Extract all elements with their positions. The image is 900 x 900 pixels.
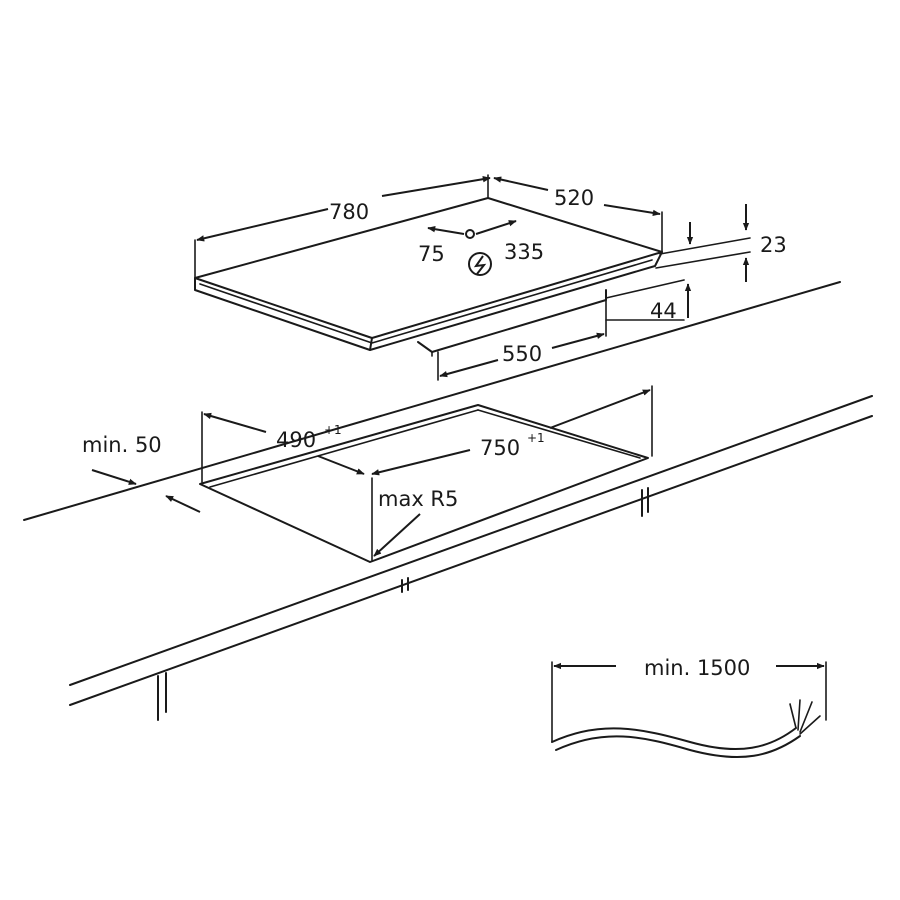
- dimension-cutout-depth: 490 +1: [201, 411, 365, 483]
- power-cable: min. 1500: [551, 656, 827, 759]
- hob-unit: [194, 197, 663, 357]
- dimension-connection-position: 75 335: [418, 220, 544, 266]
- label-cable-length: min. 1500: [644, 656, 750, 680]
- label-cutout-depth-tol: +1: [324, 423, 342, 437]
- connection-point: [465, 229, 475, 239]
- label-glass-thickness: 23: [760, 233, 787, 257]
- dimension-glass-thickness: 23: [655, 204, 787, 282]
- hob-glass-inner-edge: [199, 259, 653, 344]
- dimension-corner-radius: max R5: [371, 477, 458, 561]
- hob-glass-front-edge: [194, 277, 373, 351]
- label-cutout-width: 750: [480, 436, 520, 460]
- label-hob-depth: 520: [554, 186, 594, 210]
- dimension-body-width: 550: [437, 299, 607, 381]
- label-conn-right: 335: [504, 240, 544, 264]
- worktop-cutout: [199, 404, 649, 563]
- dimension-cutout-width: 750 +1: [371, 385, 653, 476]
- dimension-min-front: min. 50: [82, 433, 201, 513]
- label-corner-radius: max R5: [378, 487, 458, 511]
- label-hob-width: 780: [329, 200, 369, 224]
- label-body-height: 44: [650, 299, 677, 323]
- dimension-body-height: 44: [605, 279, 692, 323]
- label-cutout-depth: 490: [276, 428, 316, 452]
- label-body-width: 550: [502, 342, 542, 366]
- hob-body: [417, 289, 607, 353]
- label-conn-left: 75: [418, 242, 445, 266]
- hob-glass-right-edge: [369, 251, 663, 351]
- label-cutout-width-tol: +1: [527, 431, 545, 445]
- electric-hazard-icon: [468, 252, 492, 276]
- dimension-hob-width: 780: [194, 174, 491, 279]
- worktop: [23, 281, 873, 721]
- hob-glass-top: [194, 197, 663, 339]
- dimension-hob-depth: 520: [493, 176, 663, 253]
- label-min-front: min. 50: [82, 433, 162, 457]
